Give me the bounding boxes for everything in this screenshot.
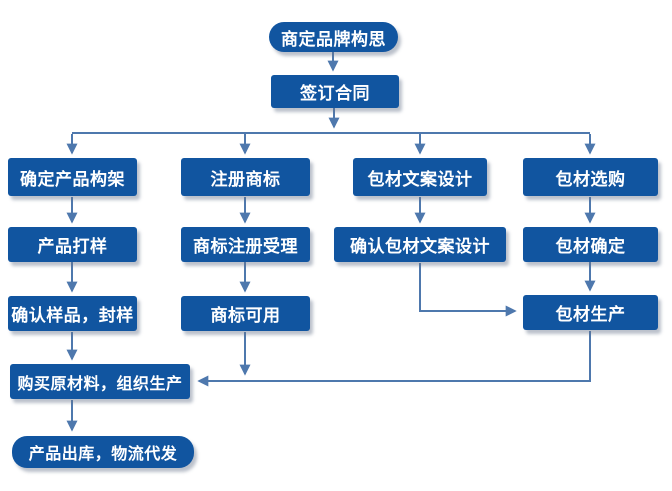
node-package-confirm: 包材确定 <box>523 227 658 262</box>
node-buy-materials: 购买原材料，组织生产 <box>10 364 190 399</box>
node-product-structure: 确定产品构架 <box>8 158 137 196</box>
node-package-select: 包材选购 <box>523 158 658 196</box>
node-confirm-sample: 确认样品，封样 <box>8 296 137 331</box>
node-trademark-usable: 商标可用 <box>181 296 310 331</box>
node-register-trademark: 注册商标 <box>181 158 310 196</box>
node-trademark-accept: 商标注册受理 <box>181 227 310 262</box>
edge-confirmcopy-to-produce <box>419 263 517 317</box>
node-sign-contract: 签订合同 <box>271 75 399 108</box>
node-package-copy-design: 包材文案设计 <box>353 158 487 196</box>
node-confirm-package-copy: 确认包材文案设计 <box>334 227 506 262</box>
node-package-produce: 包材生产 <box>523 295 658 330</box>
node-product-ship: 产品出库，物流代发 <box>12 436 194 468</box>
node-product-sample: 产品打样 <box>8 227 137 262</box>
edge-produce-to-buy <box>197 331 591 387</box>
node-brand-idea: 商定品牌构思 <box>269 22 398 52</box>
